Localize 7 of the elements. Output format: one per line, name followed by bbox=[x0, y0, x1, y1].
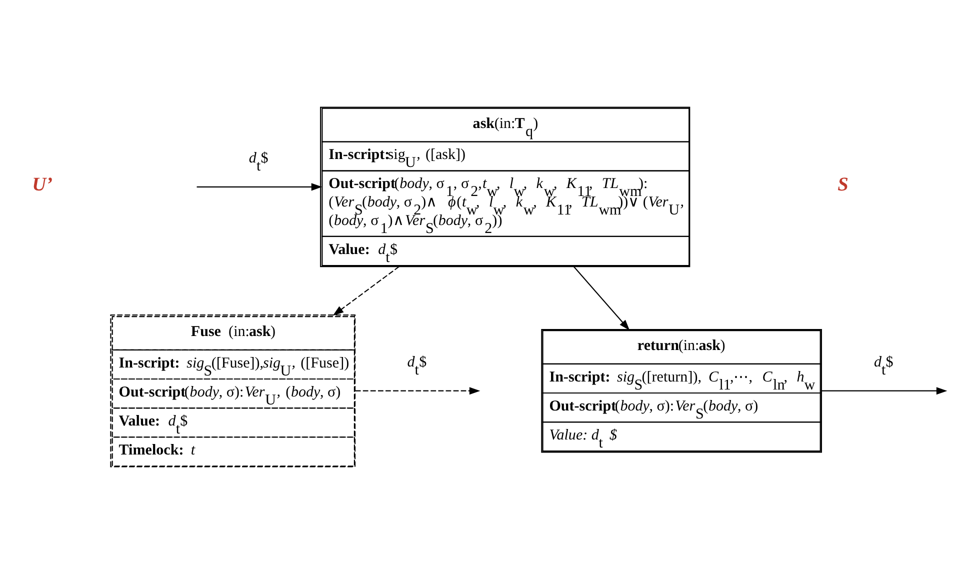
arrow bbox=[196, 182, 322, 190]
label: S bbox=[837, 174, 848, 196]
arrow bbox=[572, 266, 630, 330]
arrow bbox=[354, 386, 480, 394]
arrow bbox=[821, 386, 947, 394]
label: U’ bbox=[32, 174, 52, 196]
arrow bbox=[332, 266, 399, 316]
